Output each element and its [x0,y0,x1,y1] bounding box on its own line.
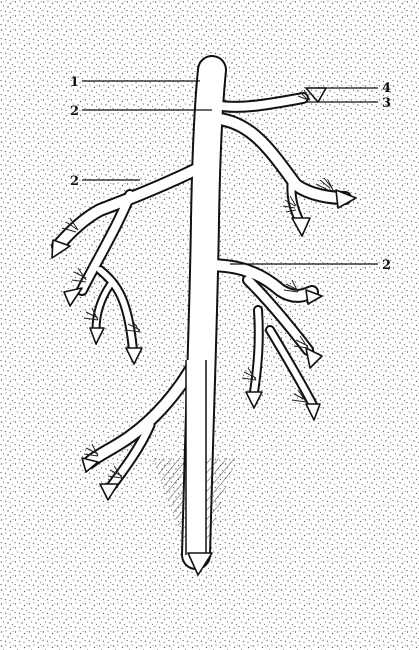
callout-label-1: 1 [70,75,79,90]
callout-label-2-upper: 2 [70,104,79,119]
callout-label-4: 4 [382,81,391,96]
callout-label-2-left: 2 [70,174,79,189]
callout-label-3: 3 [382,96,391,111]
callout-label-2-right: 2 [382,258,391,273]
